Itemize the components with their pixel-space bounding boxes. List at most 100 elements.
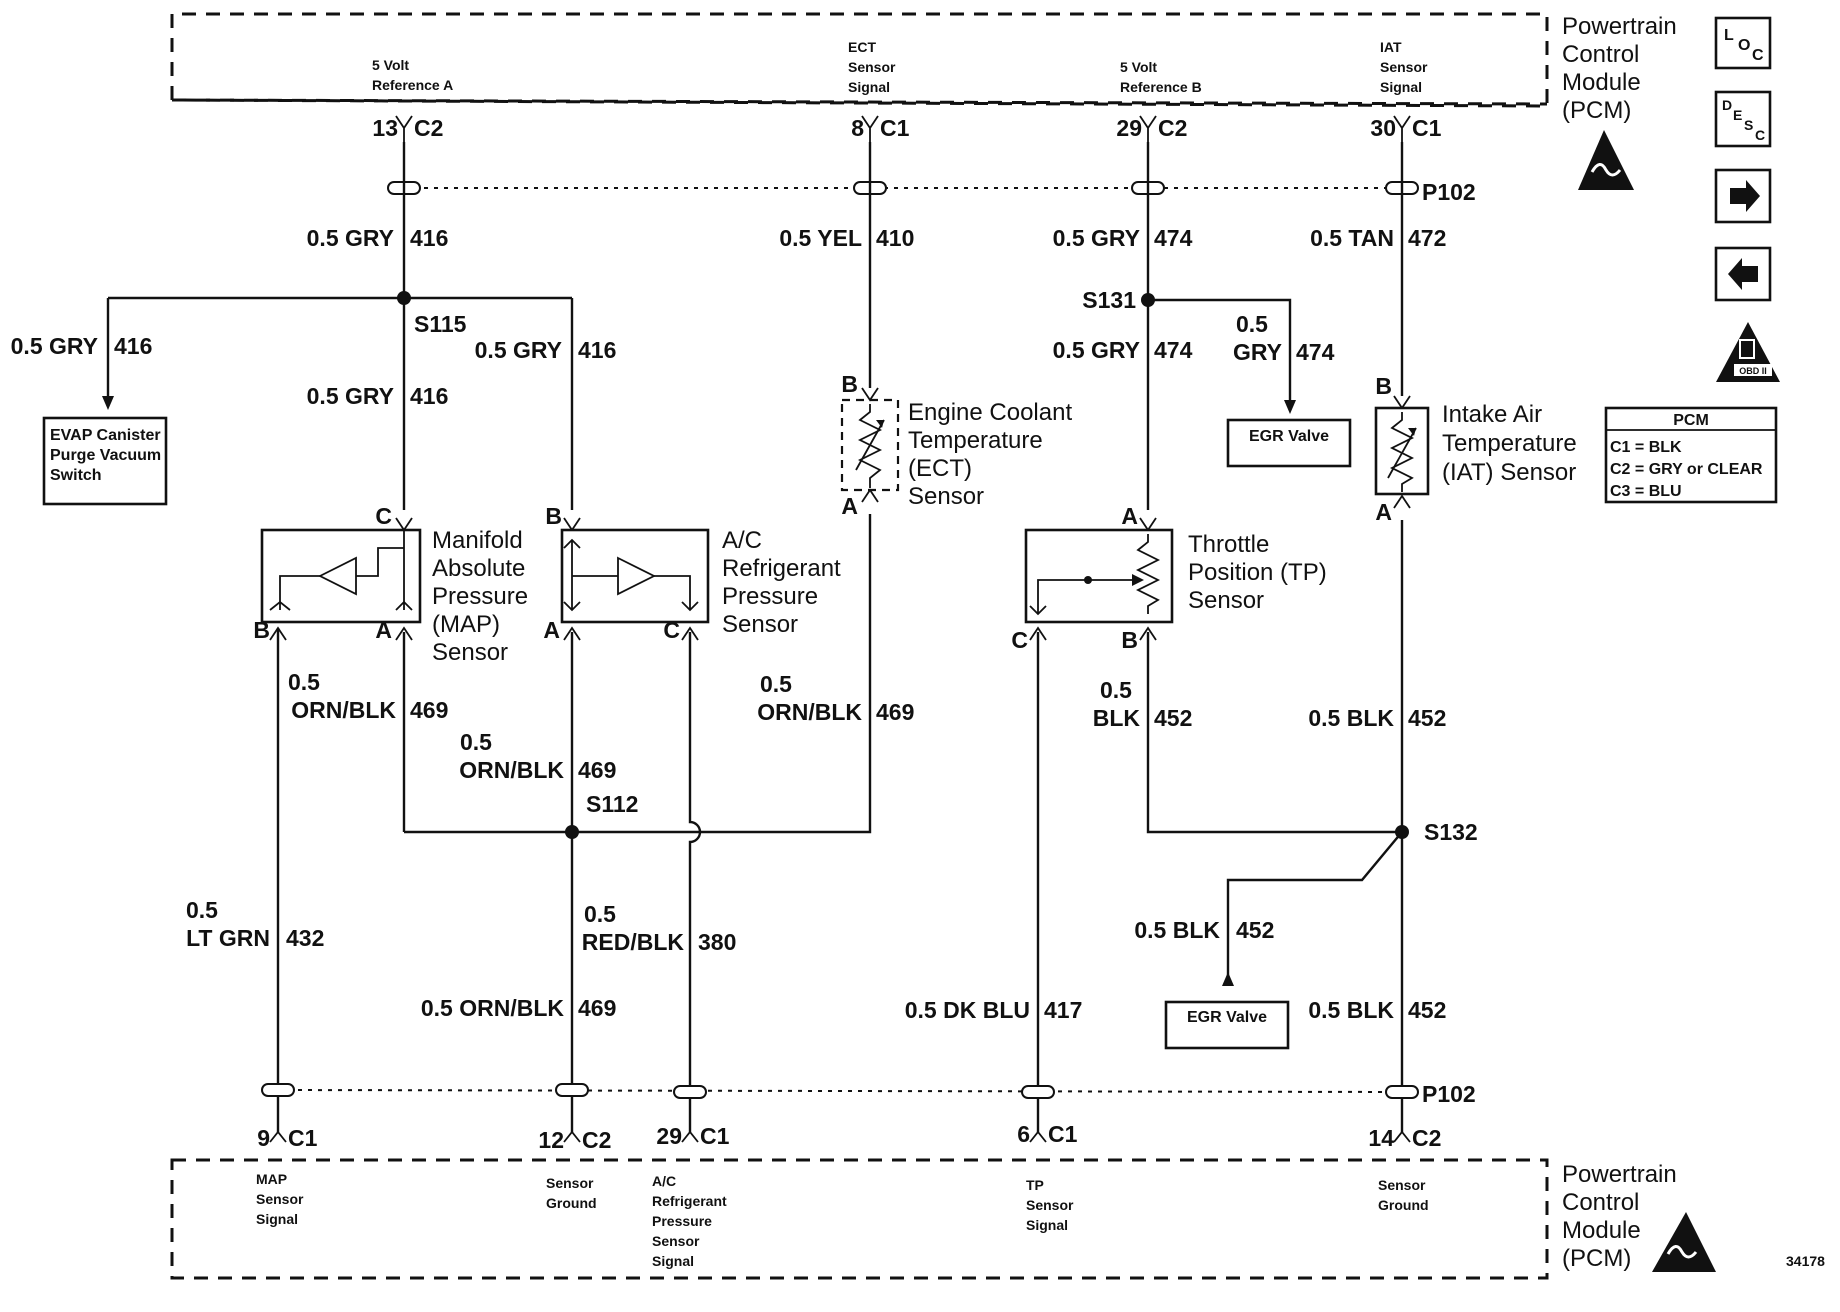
pcm-top-pin3-func-1: Sensor: [1380, 59, 1428, 75]
connector-p102-top: P102: [1422, 179, 1476, 205]
pcm-top-pin-13: 13 C2: [372, 115, 443, 142]
desc-letter-e: E: [1733, 107, 1742, 123]
esd-icon-top: [1578, 130, 1634, 190]
pcm-bottom-line-3: (PCM): [1562, 1245, 1631, 1272]
wire-circuit: 416: [114, 333, 152, 359]
ect-pin-a: A: [841, 493, 858, 519]
pin-number: 29: [1116, 115, 1142, 141]
wire-circuit: 452: [1408, 997, 1446, 1023]
tp-pin-c: C: [1011, 627, 1028, 653]
ac-refrigerant-pressure-sensor: B A C A/C Refrigerant Pressure Sensor: [543, 503, 841, 643]
pin-number: 13: [372, 115, 398, 141]
next-arrow-icon[interactable]: [1714, 168, 1772, 224]
wire-color: 0.5 GRY: [307, 225, 394, 251]
ect-label-0: Engine Coolant: [908, 399, 1072, 426]
desc-letter-c: C: [1755, 127, 1765, 143]
splice-s131-dot: [1141, 293, 1155, 307]
loc-letter-l: L: [1724, 27, 1734, 44]
splice-s132-dot: [1395, 825, 1409, 839]
wire-circuit: 469: [410, 697, 448, 723]
wire-circuit: 469: [578, 757, 616, 783]
connector-table-row-0: C1 = BLK: [1610, 439, 1682, 456]
ect-sensor: B A Engine Coolant Temperature (ECT) Sen…: [840, 371, 1072, 519]
wire-circuit: 472: [1408, 225, 1446, 251]
loc-icon[interactable]: L O C: [1714, 16, 1772, 70]
desc-letter-s: S: [1744, 117, 1753, 133]
evap-line-2: Switch: [50, 467, 102, 484]
pcm-bottom-line-1: Control: [1562, 1189, 1639, 1216]
pcm-top-line-3: (PCM): [1562, 97, 1631, 124]
map-pin-a: A: [375, 617, 392, 643]
ect-label-2: (ECT): [908, 455, 972, 482]
pcm-bottom-pin2-func-3: Sensor: [652, 1233, 700, 1249]
wire-color-1: ORN/BLK: [757, 699, 862, 725]
connector-table-title: PCM: [1673, 412, 1709, 429]
pcm-top-line-0: Powertrain: [1562, 13, 1677, 40]
map-label-3: (MAP): [432, 611, 500, 638]
map-label-1: Absolute: [432, 555, 525, 582]
wire-color-1: LT GRN: [186, 925, 270, 951]
wire-circuit: 432: [286, 925, 324, 951]
ac-pin-a: A: [543, 617, 560, 643]
wire-circuit: 452: [1408, 705, 1446, 731]
wire-color: 0.5 BLK: [1134, 917, 1220, 943]
pcm-bottom-pin-12: 12 C2: [538, 1127, 611, 1153]
pcm-top-line-2: Module: [1562, 69, 1641, 96]
egr-valve-bottom: EGR Valve: [1164, 1000, 1290, 1050]
connector-p102-bottom: P102: [1422, 1081, 1476, 1107]
pin-connector: C2: [1158, 115, 1187, 141]
egr-bottom-label: EGR Valve: [1187, 1009, 1267, 1026]
evap-canister-purge-vacuum-switch: EVAP Canister Purge Vacuum Switch: [42, 416, 168, 506]
pin-number: 14: [1368, 1125, 1394, 1151]
evap-line-0: EVAP Canister: [50, 427, 161, 444]
wire-color-0: 0.5: [760, 671, 792, 697]
pcm-top-pin1-func-1: Sensor: [848, 59, 896, 75]
wire-circuit: 410: [876, 225, 914, 251]
pcm-bottom-pin0-func-1: Sensor: [256, 1191, 304, 1207]
wire-color: 0.5 DK BLU: [905, 997, 1030, 1023]
splice-s115-dot: [397, 291, 411, 305]
ect-label-1: Temperature: [908, 427, 1043, 454]
splice-label-s131: S131: [1082, 287, 1136, 313]
pcm-bottom-line-0: Powertrain: [1562, 1161, 1677, 1188]
splice-label-s112: S112: [586, 791, 638, 817]
pin-connector: C2: [1412, 1125, 1441, 1151]
wire-circuit: 474: [1154, 225, 1193, 251]
pcm-bottom-pin4-func-0: Sensor: [1378, 1177, 1426, 1193]
desc-icon[interactable]: D E S C: [1714, 90, 1772, 148]
tp-label-2: Sensor: [1188, 587, 1264, 614]
pin-number: 6: [1017, 1121, 1030, 1147]
tp-pin-b: B: [1121, 627, 1138, 653]
pcm-bottom-label: Powertrain Control Module (PCM): [1562, 1161, 1677, 1272]
wire-circuit: 474: [1296, 339, 1335, 365]
ect-pin-b: B: [841, 371, 858, 397]
pcm-bottom-pin-29: 29 C1: [656, 1123, 729, 1149]
wire-color-0: 0.5: [288, 669, 320, 695]
wire-color: 0.5 YEL: [779, 225, 862, 251]
pcm-top-pin-8: 8 C1: [851, 115, 910, 142]
loc-letter-o: O: [1738, 37, 1750, 54]
map-label-4: Sensor: [432, 639, 508, 666]
previous-arrow-icon[interactable]: [1714, 246, 1772, 302]
pin-connector: C1: [1048, 1121, 1078, 1147]
pin-connector: C2: [414, 115, 443, 141]
pin-connector: C1: [288, 1125, 318, 1151]
wire-circuit: 380: [698, 929, 736, 955]
tp-sensor: A C B Throttle Position (TP) Sensor: [1011, 503, 1326, 653]
pcm-bottom-pin4-func-1: Ground: [1378, 1197, 1429, 1213]
wire-color: 0.5 GRY: [1053, 225, 1140, 251]
map-label-0: Manifold: [432, 527, 523, 554]
pin-connector: C2: [582, 1127, 611, 1153]
wire-color: 0.5 BLK: [1308, 705, 1394, 731]
wire-color: 0.5 GRY: [11, 333, 98, 359]
obd-ii-icon[interactable]: OBD II: [1716, 322, 1780, 382]
wire-circuit: 469: [876, 699, 914, 725]
tp-label-0: Throttle: [1188, 531, 1269, 558]
wire-color: 0.5 GRY: [475, 337, 562, 363]
wire-circuit: 417: [1044, 997, 1082, 1023]
iat-label-1: Temperature: [1442, 430, 1577, 457]
wire-circuit: 416: [410, 383, 448, 409]
pcm-top-pin2-func-0: 5 Volt: [1120, 59, 1157, 75]
figure-number: 34178: [1786, 1253, 1825, 1269]
wire-circuit: 416: [410, 225, 448, 251]
